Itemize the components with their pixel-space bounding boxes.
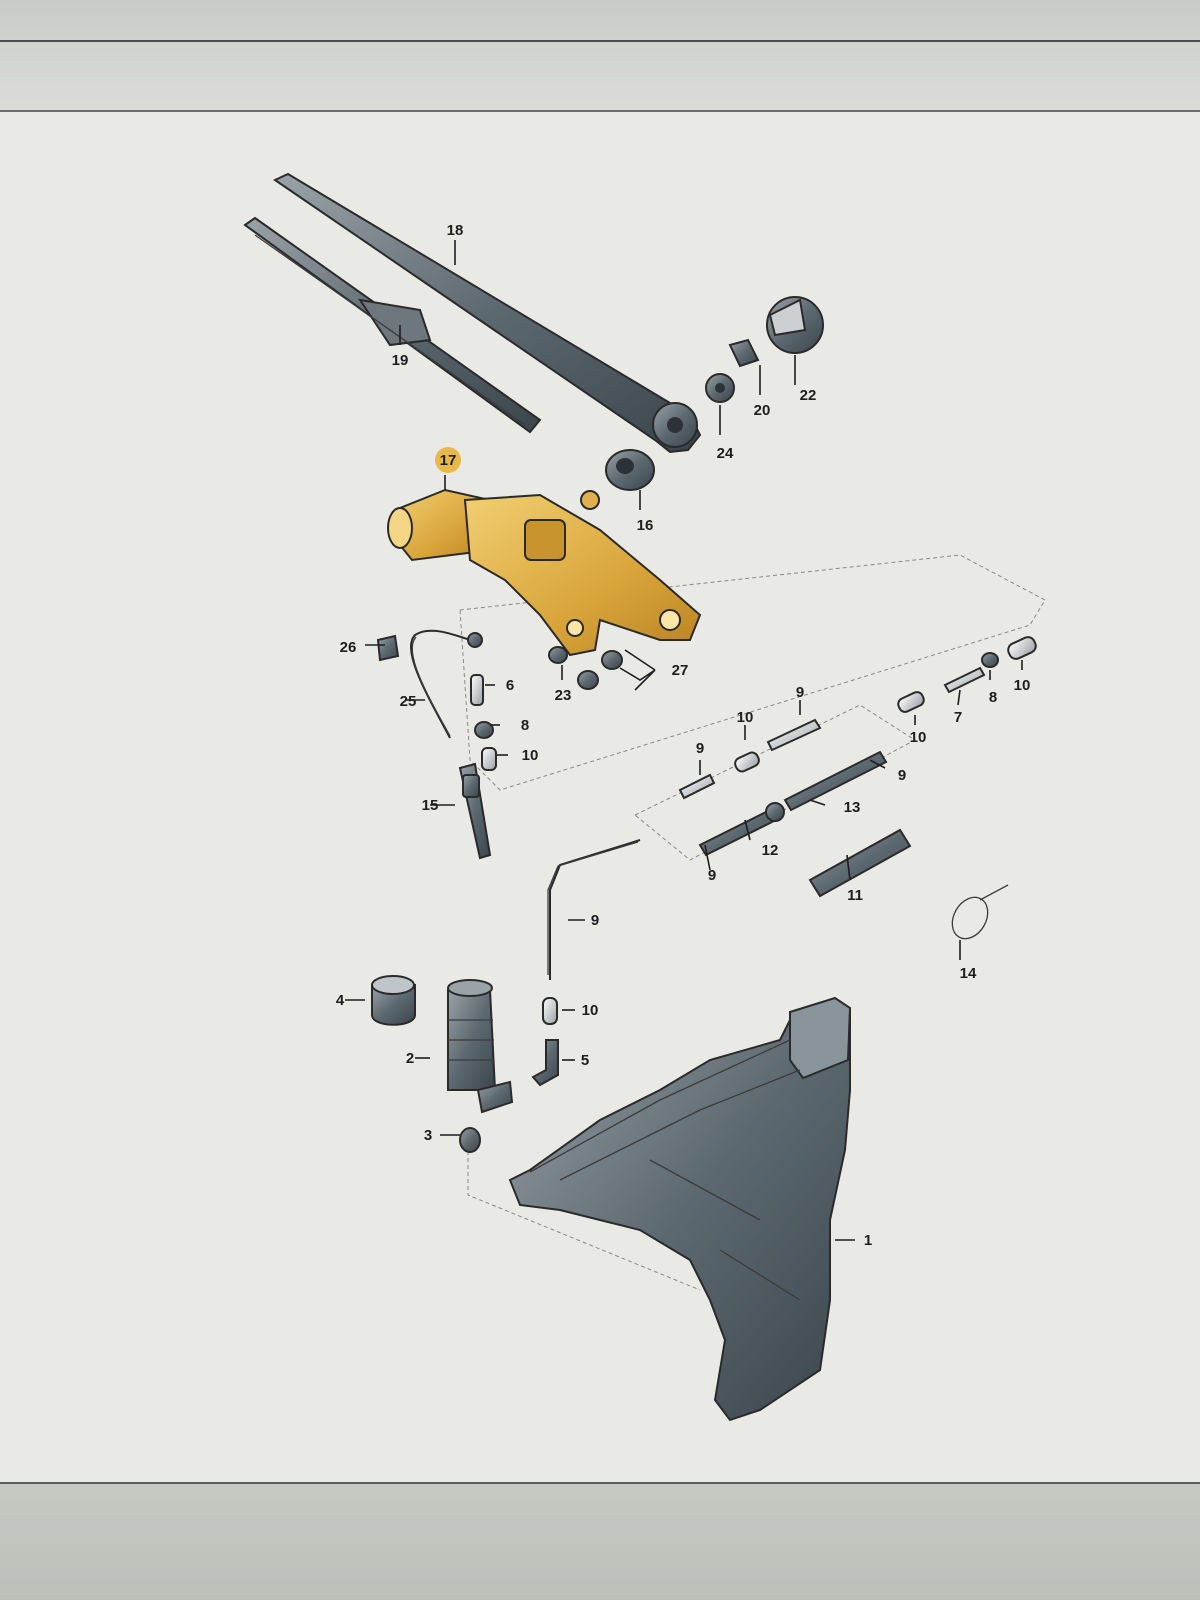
callout-24: 24 xyxy=(717,445,734,462)
callout-25: 25 xyxy=(400,693,417,710)
callout-15: 15 xyxy=(422,797,439,814)
callout-17: 17 xyxy=(440,452,457,469)
washer-hose-assembly xyxy=(376,629,483,739)
tube-connectors xyxy=(678,636,1037,800)
callout-10a: 10 xyxy=(522,747,539,764)
wiper-blade xyxy=(243,216,542,434)
callout-7: 7 xyxy=(954,709,962,726)
callout-23: 23 xyxy=(555,687,572,704)
callout-9a: 9 xyxy=(696,740,704,757)
callout-10e: 10 xyxy=(582,1002,599,1019)
callout-10d: 10 xyxy=(1014,677,1031,694)
callout-27: 27 xyxy=(672,662,689,679)
top-frame xyxy=(0,0,1200,112)
callout-5: 5 xyxy=(581,1052,589,1069)
connector-stack xyxy=(470,674,497,771)
frame-bottom-edge xyxy=(0,1482,1200,1484)
assembly-outline-nozzle xyxy=(459,554,1046,791)
assembly-outline-hose xyxy=(634,704,916,861)
callout-14: 14 xyxy=(960,965,977,982)
hex-nut xyxy=(705,373,735,403)
callout-2: 2 xyxy=(406,1050,414,1067)
wiper-clip xyxy=(728,338,760,368)
callout-18: 18 xyxy=(447,222,464,239)
hose-clip xyxy=(951,884,1009,940)
callout-9b: 9 xyxy=(796,684,804,701)
cover-cap xyxy=(766,296,824,354)
bottom-frame xyxy=(0,1482,1200,1600)
wiper-motor-highlighted xyxy=(387,488,702,657)
callout-22: 22 xyxy=(800,387,817,404)
callout-11: 11 xyxy=(847,887,863,904)
callout-20: 20 xyxy=(754,402,771,419)
callout-6: 6 xyxy=(506,677,514,694)
highlight-badge-17 xyxy=(435,447,461,473)
callout-9c: 9 xyxy=(898,767,906,784)
hose-piece xyxy=(808,828,912,898)
callout-16: 16 xyxy=(637,517,654,534)
callout-10c: 10 xyxy=(910,729,927,746)
callout-26: 26 xyxy=(340,639,357,656)
leader-lines xyxy=(345,240,1023,1241)
callout-9e: 9 xyxy=(591,912,599,929)
t-junction-hoses xyxy=(698,750,888,857)
callout-3: 3 xyxy=(424,1127,432,1144)
callout-4: 4 xyxy=(336,992,345,1009)
pump-grommet xyxy=(371,975,416,1026)
callout-13: 13 xyxy=(844,799,861,816)
grommet xyxy=(605,449,655,491)
callout-19: 19 xyxy=(392,352,409,369)
washer-fluid-reservoir xyxy=(508,996,852,1422)
callout-12: 12 xyxy=(762,842,779,859)
nuts-group xyxy=(548,646,623,690)
frame-top-edge xyxy=(0,40,1200,42)
callout-8b: 8 xyxy=(989,689,997,706)
pump-seal xyxy=(459,1127,481,1153)
callout-labels: 18 19 17 22 20 24 16 26 25 6 8 10 15 23 … xyxy=(336,222,1031,1249)
wiper-arm xyxy=(272,172,702,454)
callout-10b: 10 xyxy=(737,709,754,726)
lower-connectors xyxy=(531,997,559,1087)
callout-9d: 9 xyxy=(708,867,716,884)
washer-nozzle xyxy=(458,762,492,860)
washer-pump xyxy=(447,979,514,1114)
callout-8a: 8 xyxy=(521,717,529,734)
diagram-panel xyxy=(0,112,1200,1482)
frame-inner-edge xyxy=(0,110,1200,112)
callout-1: 1 xyxy=(864,1232,872,1249)
washer-tube-bent xyxy=(547,839,641,980)
